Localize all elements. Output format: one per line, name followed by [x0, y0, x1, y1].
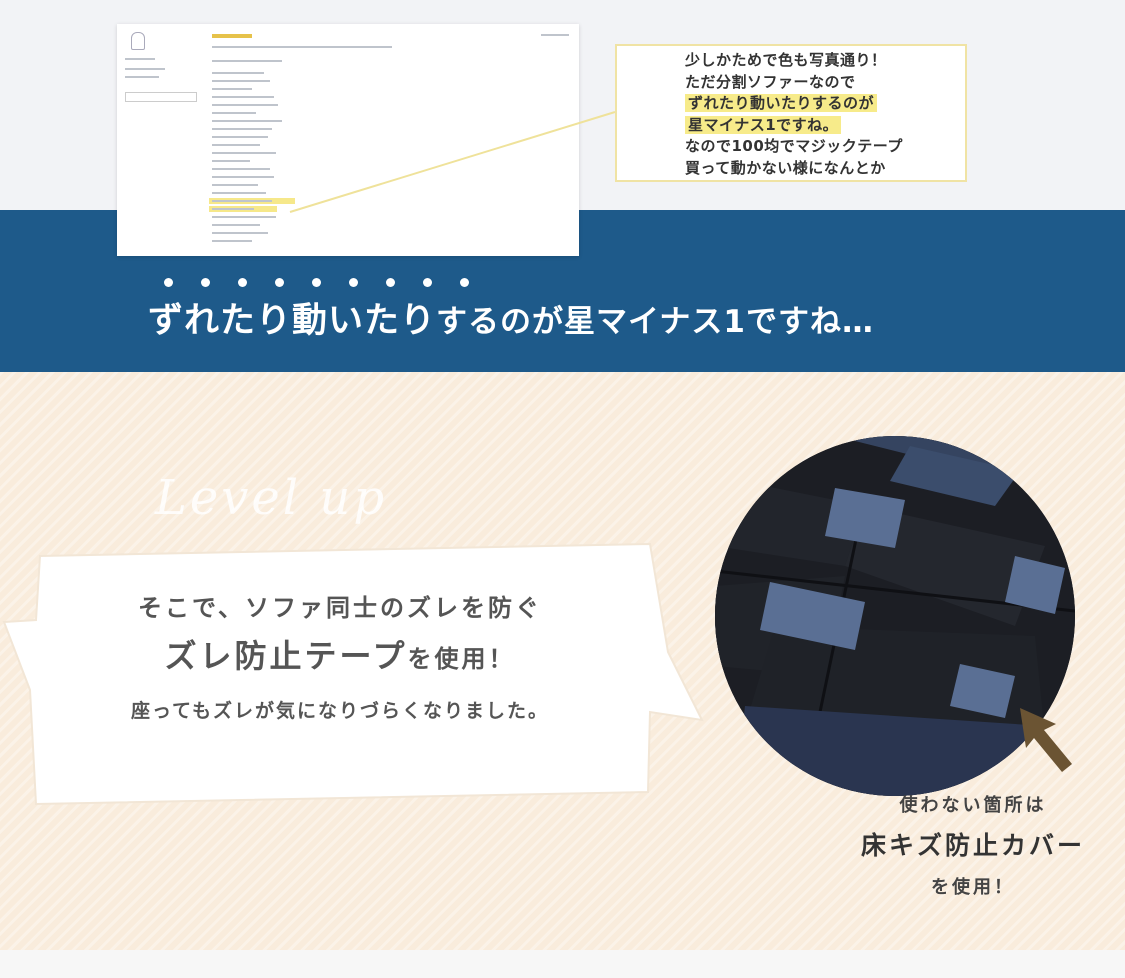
review-meta-line: [125, 68, 165, 70]
quote-line: 買って動かない様になんとか: [685, 158, 886, 177]
arrow-icon: [1020, 708, 1072, 772]
emphasis-dots: [164, 272, 497, 291]
review-title-line: [212, 60, 282, 62]
review-text-line: [212, 88, 252, 90]
review-helpful-button: [125, 92, 197, 102]
review-text-line: [212, 120, 282, 122]
footer-strip: [0, 950, 1125, 978]
quote-line-highlight: 星マイナス1ですね。: [685, 115, 903, 137]
quote-line-highlight: ずれたり動いたりするのが: [685, 93, 903, 115]
review-text-line: [212, 160, 250, 162]
review-text-line: [212, 72, 264, 74]
review-text-line: [212, 152, 276, 154]
review-screenshot: [117, 24, 579, 256]
review-date-line: [541, 34, 569, 36]
quote-line: ただ分割ソファーなので: [685, 72, 856, 91]
review-header-line: [212, 46, 392, 48]
headline-emphasis: ずれたり動いたり: [148, 301, 437, 341]
quote-line: 少しかためで色も写真通り！: [685, 51, 887, 69]
speech-bubble: [2, 542, 704, 806]
callout-connector: [289, 111, 616, 213]
star-rating-icon: [212, 34, 252, 38]
review-text-line: [212, 184, 258, 186]
bubble-line2-main: ズレ防止テープ: [164, 637, 408, 675]
review-meta-line: [125, 58, 155, 60]
bubble-line2-tail: を使用！: [407, 645, 516, 673]
headline-rest: するのが星マイナス1ですね…: [436, 304, 874, 340]
bubble-text: そこで、ソファ同士のズレを防ぐ ズレ防止テープを使用！ 座ってもズレが気になりづ…: [60, 590, 620, 733]
review-text-line: [212, 200, 272, 202]
cover-caption: 使わない箇所は 床キズ防止カバー を使用！: [828, 788, 1118, 908]
level-up-watermark: Level up: [155, 470, 388, 526]
review-text-line: [212, 104, 278, 106]
review-text-line: [212, 216, 276, 218]
review-text-line: [212, 232, 268, 234]
review-text-line: [212, 136, 268, 138]
caption-line2: 床キズ防止カバー: [860, 831, 1085, 860]
review-text-line: [212, 176, 274, 178]
review-text-line: [212, 192, 266, 194]
bubble-line3: 座ってもズレが気になりづらくなりました。: [130, 700, 550, 722]
quote-line: なので100均でマジックテープ: [685, 137, 903, 155]
review-text-line: [212, 208, 254, 210]
sofa-tape-illustration: [715, 436, 1075, 796]
review-text-line: [212, 96, 274, 98]
review-text-line: [212, 144, 260, 146]
review-text-line: [212, 224, 260, 226]
bubble-line1: そこで、ソファ同士のズレを防ぐ: [137, 594, 543, 622]
review-text-line: [212, 168, 270, 170]
user-avatar-icon: [131, 32, 145, 50]
caption-line3: を使用！: [931, 877, 1015, 898]
bubble-line2: ズレ防止テープを使用！: [60, 626, 620, 689]
caption-line1: 使わない箇所は: [899, 795, 1047, 816]
product-photo: [715, 436, 1075, 796]
review-text-line: [212, 112, 256, 114]
review-quote-box: 少しかためで色も写真通り！ ただ分割ソファーなので ずれたり動いたりするのが 星…: [615, 44, 967, 182]
review-text-line: [212, 240, 252, 242]
review-text-line: [212, 80, 270, 82]
review-meta-line: [125, 76, 159, 78]
review-text-line: [212, 128, 272, 130]
headline-text: ずれたり動いたりするのが星マイナス1ですね…: [148, 292, 874, 343]
